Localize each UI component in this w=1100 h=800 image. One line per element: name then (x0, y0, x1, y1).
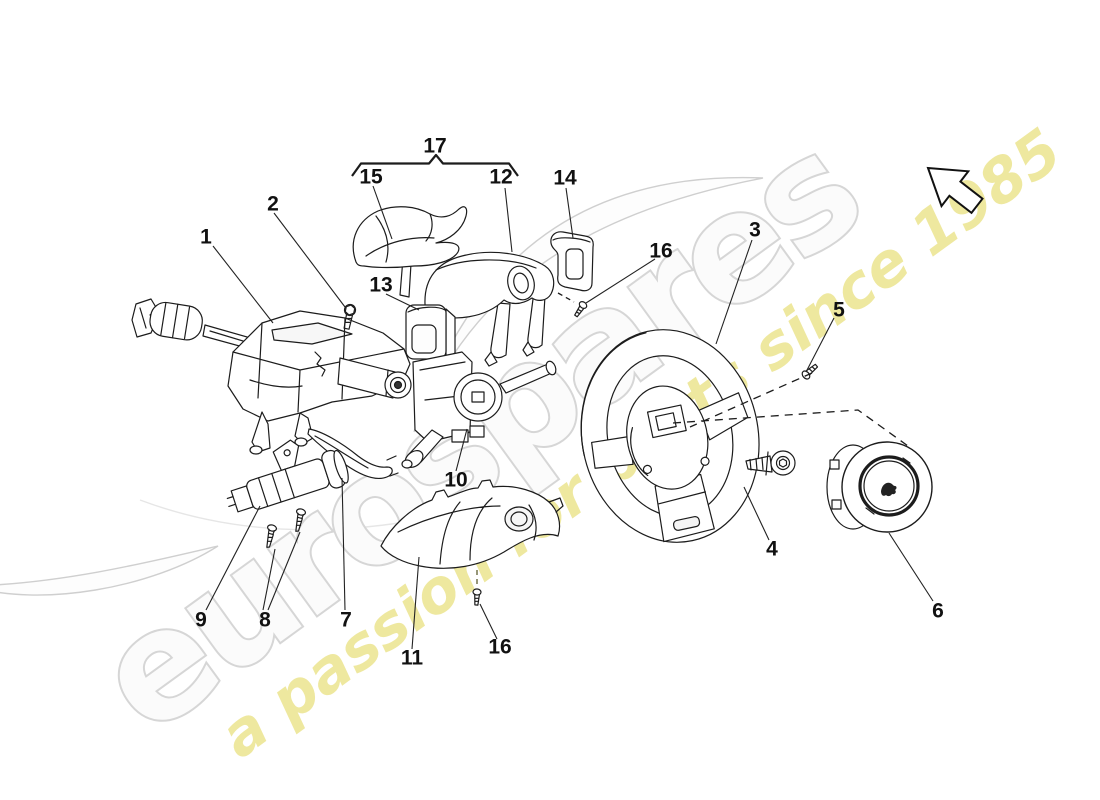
callout-11[interactable]: 11 (400, 646, 424, 670)
part-1-steering-column-drawing (131, 298, 412, 455)
part-13-cover-drawing (405, 304, 456, 360)
part-14-bracket-drawing (550, 231, 594, 292)
part-16-screw-upper-drawing (574, 301, 588, 318)
group-bracket-17 (351, 153, 519, 177)
callout-16-upper[interactable]: 16 (649, 239, 673, 263)
part-2-bolt-drawing (343, 303, 357, 330)
part-10-column-switch-drawing (401, 351, 557, 469)
callout-10[interactable]: 10 (444, 468, 468, 492)
part-6-airbag-module-drawing (826, 441, 933, 533)
part-12-upper-trim-drawing (424, 251, 555, 367)
part-9-ignition-lock-drawing (226, 439, 349, 513)
callout-12[interactable]: 12 (489, 165, 513, 189)
part-15-gaiter-drawing (352, 206, 468, 298)
callout-3[interactable]: 3 (749, 218, 761, 242)
callout-7[interactable]: 7 (340, 608, 352, 632)
part-16-screw-lower-drawing (472, 588, 482, 606)
callout-5[interactable]: 5 (833, 298, 845, 322)
callout-13[interactable]: 13 (369, 273, 393, 297)
callout-8[interactable]: 8 (259, 608, 271, 632)
part-8-screws-drawing (266, 508, 307, 548)
part-4-bolt-drawing (745, 450, 796, 476)
part-3-steering-wheel-drawing (580, 329, 760, 543)
callout-1[interactable]: 1 (200, 225, 212, 249)
dashed-alignment-lines (476, 292, 909, 588)
bull-logo (881, 482, 897, 497)
callout-4[interactable]: 4 (766, 537, 778, 561)
callout-17[interactable]: 17 (423, 134, 447, 158)
callout-9[interactable]: 9 (195, 608, 207, 632)
cursor-arrow-icon (926, 166, 984, 215)
part-11-lower-cover-drawing (380, 479, 564, 569)
callout-14[interactable]: 14 (553, 166, 577, 190)
callout-2[interactable]: 2 (267, 192, 279, 216)
leader-lines (205, 185, 934, 650)
callout-6[interactable]: 6 (932, 599, 944, 623)
callout-15[interactable]: 15 (359, 165, 383, 189)
callout-16-lower[interactable]: 16 (488, 635, 512, 659)
